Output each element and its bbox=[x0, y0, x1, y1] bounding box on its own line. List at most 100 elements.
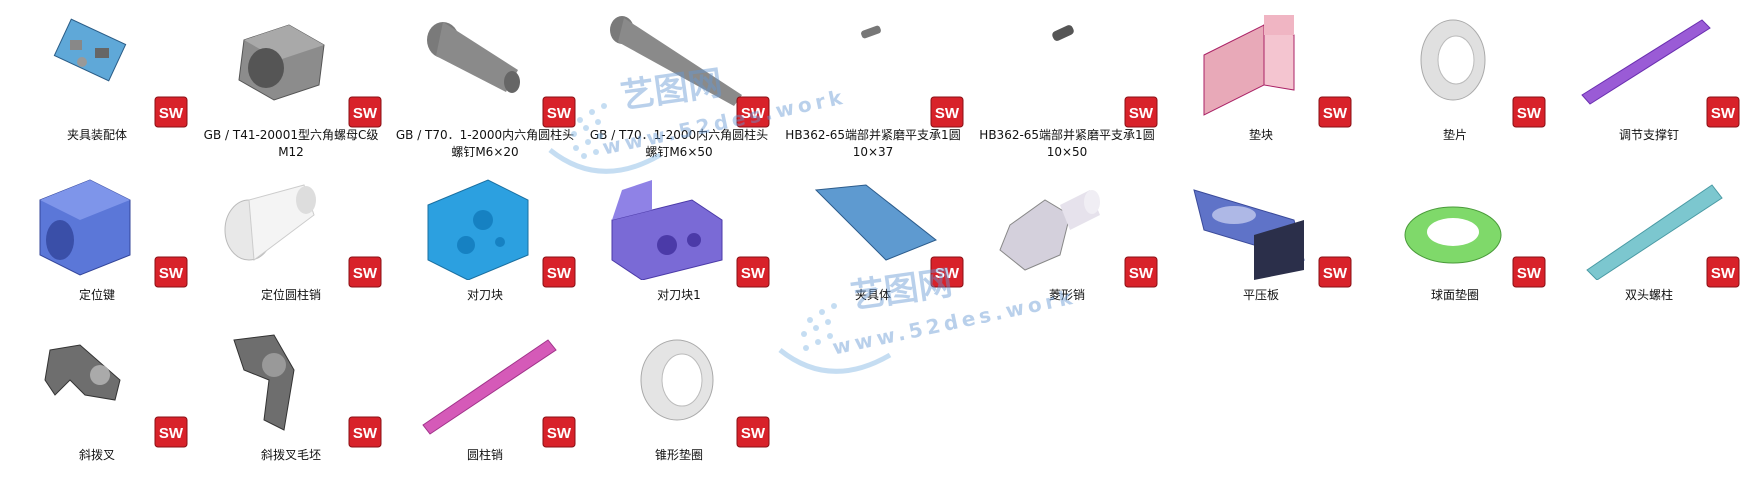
badge-text: SW bbox=[547, 105, 572, 122]
file-item[interactable]: SW 调节支撑钉 bbox=[1552, 0, 1743, 160]
solidworks-icon: SW bbox=[736, 256, 770, 288]
solidworks-icon: SW bbox=[736, 416, 770, 448]
part-thumbnail bbox=[1552, 0, 1743, 120]
file-name-label: 球面垫圈 bbox=[1430, 288, 1479, 302]
badge-text: SW bbox=[353, 105, 378, 122]
badge-text: SW bbox=[1517, 265, 1542, 282]
file-item[interactable]: SW 菱形销 bbox=[970, 160, 1164, 320]
solidworks-icon: SW bbox=[1318, 96, 1352, 128]
file-item[interactable]: SW HB362-65端部并紧磨平支承1圆 10×50 bbox=[970, 0, 1164, 160]
file-name-label: GB / T70．1-2000内六角圆柱头 螺钉M6×50 bbox=[589, 128, 769, 159]
solidworks-icon: SW bbox=[348, 256, 382, 288]
badge-text: SW bbox=[547, 425, 572, 442]
part-thumbnail bbox=[0, 320, 194, 440]
badge-text: SW bbox=[1129, 265, 1154, 282]
badge-text: SW bbox=[1711, 105, 1736, 122]
file-name-label: 锥形垫圈 bbox=[654, 448, 703, 462]
part-thumbnail bbox=[388, 320, 582, 440]
part-preview bbox=[53, 18, 127, 82]
file-name-label: 夹具装配体 bbox=[66, 128, 127, 142]
badge-text: SW bbox=[741, 105, 766, 122]
file-item[interactable]: SW 夹具装配体 bbox=[0, 0, 194, 160]
file-name-label: HB362-65端部并紧磨平支承1圆 10×37 bbox=[785, 128, 961, 159]
solidworks-icon: SW bbox=[154, 416, 188, 448]
badge-text: SW bbox=[1711, 265, 1736, 282]
part-preview bbox=[39, 179, 131, 276]
solidworks-icon: SW bbox=[348, 96, 382, 128]
part-thumbnail bbox=[1358, 160, 1552, 280]
solidworks-icon: SW bbox=[1706, 256, 1740, 288]
badge-text: SW bbox=[547, 265, 572, 282]
file-name-label: 对刀块1 bbox=[657, 288, 701, 302]
file-item[interactable]: SW 定位圆柱销 bbox=[194, 160, 388, 320]
file-name-label: 平压板 bbox=[1242, 288, 1279, 302]
file-item[interactable]: SW HB362-65端部并紧磨平支承1圆 10×37 bbox=[776, 0, 970, 160]
part-preview bbox=[640, 339, 714, 421]
file-item[interactable]: SW 球面垫圈 bbox=[1358, 160, 1552, 320]
part-thumbnail bbox=[0, 160, 194, 280]
part-preview bbox=[427, 22, 520, 93]
file-item[interactable]: SW GB / T70．1-2000内六角圆柱头 螺钉M6×50 bbox=[582, 0, 776, 160]
file-item[interactable]: SW 平压板 bbox=[1164, 160, 1358, 320]
badge-text: SW bbox=[935, 105, 960, 122]
file-item[interactable]: SW GB / T70．1-2000内六角圆柱头 螺钉M6×20 bbox=[388, 0, 582, 160]
part-thumbnail bbox=[776, 160, 970, 280]
file-name-label: 定位键 bbox=[78, 288, 115, 302]
file-name-label: 斜拨叉毛坯 bbox=[260, 448, 321, 462]
badge-text: SW bbox=[353, 265, 378, 282]
file-name-label: 调节支撑钉 bbox=[1618, 128, 1679, 142]
file-item[interactable]: SW 对刀块1 bbox=[582, 160, 776, 320]
badge-text: SW bbox=[159, 425, 184, 442]
solidworks-icon: SW bbox=[1512, 96, 1546, 128]
file-name-label: 垫块 bbox=[1248, 128, 1273, 142]
part-thumbnail bbox=[970, 160, 1164, 280]
part-thumbnail bbox=[194, 160, 388, 280]
part-preview bbox=[814, 184, 937, 261]
solidworks-icon: SW bbox=[1706, 96, 1740, 128]
badge-text: SW bbox=[159, 105, 184, 122]
part-preview bbox=[238, 24, 325, 101]
badge-text: SW bbox=[741, 265, 766, 282]
part-thumbnail bbox=[388, 0, 582, 120]
part-thumbnail bbox=[582, 160, 776, 280]
file-name-label: 菱形销 bbox=[1048, 288, 1085, 302]
part-preview bbox=[610, 16, 742, 106]
part-preview bbox=[233, 334, 295, 431]
badge-text: SW bbox=[1323, 265, 1348, 282]
badge-text: SW bbox=[741, 425, 766, 442]
part-preview bbox=[224, 184, 316, 261]
solidworks-icon: SW bbox=[1124, 256, 1158, 288]
solidworks-icon: SW bbox=[930, 96, 964, 128]
part-thumbnail bbox=[1164, 0, 1358, 120]
part-preview bbox=[422, 339, 557, 435]
file-name-label: 对刀块 bbox=[466, 288, 503, 302]
part-preview bbox=[1420, 19, 1486, 101]
file-item[interactable]: SW 定位键 bbox=[0, 160, 194, 320]
file-item[interactable]: SW 斜拨叉毛坯 bbox=[194, 320, 388, 480]
part-preview bbox=[1203, 15, 1295, 116]
solidworks-icon: SW bbox=[1124, 96, 1158, 128]
badge-text: SW bbox=[1129, 105, 1154, 122]
part-preview bbox=[1586, 184, 1723, 280]
file-name-label: 定位圆柱销 bbox=[260, 288, 321, 302]
badge-text: SW bbox=[159, 265, 184, 282]
badge-text: SW bbox=[1517, 105, 1542, 122]
file-item[interactable]: SW 垫块 bbox=[1164, 0, 1358, 160]
part-thumbnail bbox=[1358, 0, 1552, 120]
part-thumbnail bbox=[194, 320, 388, 440]
file-item[interactable]: SW 对刀块 bbox=[388, 160, 582, 320]
solidworks-icon: SW bbox=[542, 96, 576, 128]
file-name-label: HB362-65端部并紧磨平支承1圆 10×50 bbox=[979, 128, 1155, 159]
part-preview bbox=[44, 344, 121, 401]
file-name-label: GB / T70．1-2000内六角圆柱头 螺钉M6×20 bbox=[395, 128, 575, 159]
solidworks-icon: SW bbox=[348, 416, 382, 448]
file-item[interactable]: SW 锥形垫圈 bbox=[582, 320, 776, 480]
part-thumbnail bbox=[194, 0, 388, 120]
part-preview bbox=[1052, 25, 1074, 41]
